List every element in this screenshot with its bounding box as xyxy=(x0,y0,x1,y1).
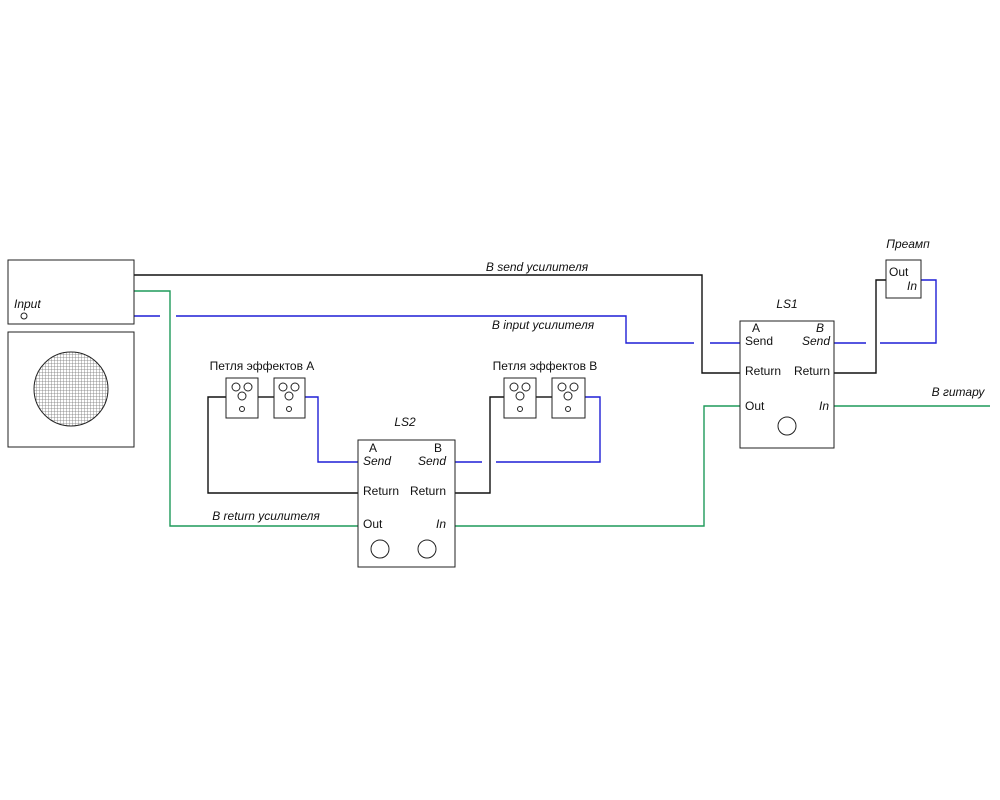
pedal-knob-icon xyxy=(521,382,531,392)
ls2-in-label: In xyxy=(436,517,446,531)
pedal-knob-icon xyxy=(231,382,241,392)
pedal-knob-icon xyxy=(515,391,525,401)
wire-guitar-label: В гитару xyxy=(932,385,986,399)
pedal-knob-icon xyxy=(563,391,573,401)
wire-send-label: В send усилителя xyxy=(486,260,589,274)
pedal-knob-icon xyxy=(284,391,294,401)
preamp-title: Преамп xyxy=(886,237,930,251)
ls2-a-label: A xyxy=(369,441,377,455)
pedal-knob-icon xyxy=(509,382,519,392)
pedal-knob-icon xyxy=(557,382,567,392)
pedal-knob-icon xyxy=(243,382,253,392)
preamp: Преамп Out In xyxy=(885,237,930,299)
pedal-switch-icon xyxy=(239,406,245,412)
ls2-switcher: LS2 A B Send Send Return Return Out In xyxy=(357,415,456,568)
pedal-switch-icon xyxy=(517,406,523,412)
pedal-knob-icon xyxy=(278,382,288,392)
ls1-return-b-label: Return xyxy=(794,364,830,378)
wire-ls2-to-ls1 xyxy=(455,405,740,527)
effect-pedal xyxy=(225,377,259,419)
wire-input-label: В input усилителя xyxy=(492,318,595,332)
pedal-knob-icon xyxy=(290,382,300,392)
pedal-knob-icon xyxy=(569,382,579,392)
wire-loop-b-return xyxy=(455,396,504,494)
ls1-in-label: In xyxy=(819,399,829,413)
ls2-title: LS2 xyxy=(394,415,416,429)
wire-amp-send xyxy=(134,274,740,374)
ls1-title: LS1 xyxy=(776,297,797,311)
effects-loop-a: Петля эффектов A xyxy=(210,359,315,419)
ls2-return-a-label: Return xyxy=(363,484,399,498)
effects-loop-b: Петля эффектов B xyxy=(493,359,598,419)
effect-pedal xyxy=(273,377,306,419)
ls1-footswitch-icon[interactable] xyxy=(777,416,797,436)
wire-amp-return xyxy=(134,290,358,527)
ls2-footswitch-b-icon[interactable] xyxy=(417,539,437,559)
ls2-send-b-label: Send xyxy=(418,454,446,468)
ls1-return-a-label: Return xyxy=(745,364,781,378)
ls2-out-label: Out xyxy=(363,517,383,531)
pedal-switch-icon xyxy=(565,406,571,412)
ls2-footswitch-a-icon[interactable] xyxy=(370,539,390,559)
preamp-out-label: Out xyxy=(889,265,909,279)
ls1-send-b-label: Send xyxy=(802,334,830,348)
amp-head: Input xyxy=(7,259,135,325)
ls1-switcher: LS1 A B Send Send Return Return Out In xyxy=(739,297,835,449)
ls1-out-label: Out xyxy=(745,399,765,413)
effect-pedal xyxy=(551,377,586,419)
wire-return-label: В return усилителя xyxy=(212,509,320,523)
wire-loop-a-send xyxy=(305,396,358,463)
ls1-send-a-label: Send xyxy=(745,334,773,348)
ls1-b-label: B xyxy=(816,321,824,335)
wire-loop-b-send xyxy=(455,396,601,463)
ls2-send-a-label: Send xyxy=(363,454,391,468)
input-jack-icon[interactable] xyxy=(20,312,28,320)
wire-loop-a-return xyxy=(207,396,358,494)
loop-b-title: Петля эффектов B xyxy=(493,359,598,373)
amp-input-label: Input xyxy=(14,297,41,311)
loop-a-title: Петля эффектов A xyxy=(210,359,315,373)
pedal-knob-icon xyxy=(237,391,247,401)
wire-preamp-out-to-ls1 xyxy=(834,279,886,374)
ls2-b-label: B xyxy=(434,441,442,455)
speaker-grille-icon xyxy=(33,351,109,427)
speaker-cabinet xyxy=(7,331,135,448)
effect-pedal xyxy=(503,377,537,419)
pedal-switch-icon xyxy=(286,406,292,412)
ls2-return-b-label: Return xyxy=(410,484,446,498)
wire-ls1-to-preamp-in xyxy=(834,279,937,344)
preamp-in-label: In xyxy=(907,279,917,293)
ls1-a-label: A xyxy=(752,321,760,335)
